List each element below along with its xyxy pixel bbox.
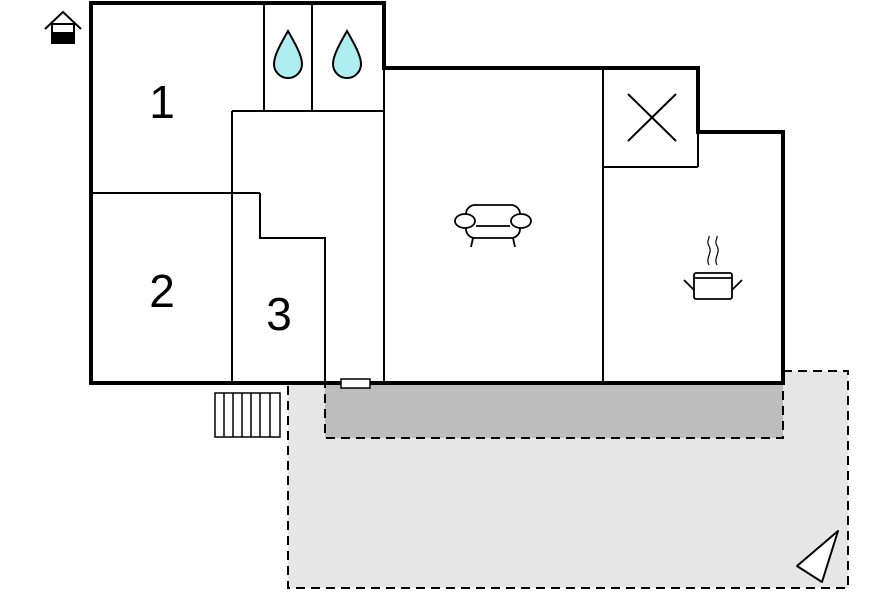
room-label-2: 2	[149, 265, 175, 317]
bathroom-water-drop-icon	[272, 28, 304, 79]
room-label-1: 1	[149, 76, 175, 128]
void-cross-icon	[627, 93, 677, 142]
shower-water-drop-icon	[331, 28, 363, 79]
compass-north-icon	[796, 530, 839, 583]
room-label-3: 3	[266, 288, 292, 340]
stairs-icon	[214, 392, 281, 438]
house-icon	[44, 10, 82, 44]
cooking-pot-icon	[683, 235, 743, 300]
interior-walls	[91, 3, 699, 383]
entrance-door	[340, 378, 371, 389]
sofa-icon	[454, 204, 532, 248]
covered-terrace-area	[324, 383, 784, 439]
exterior-walls	[89, 1, 785, 385]
